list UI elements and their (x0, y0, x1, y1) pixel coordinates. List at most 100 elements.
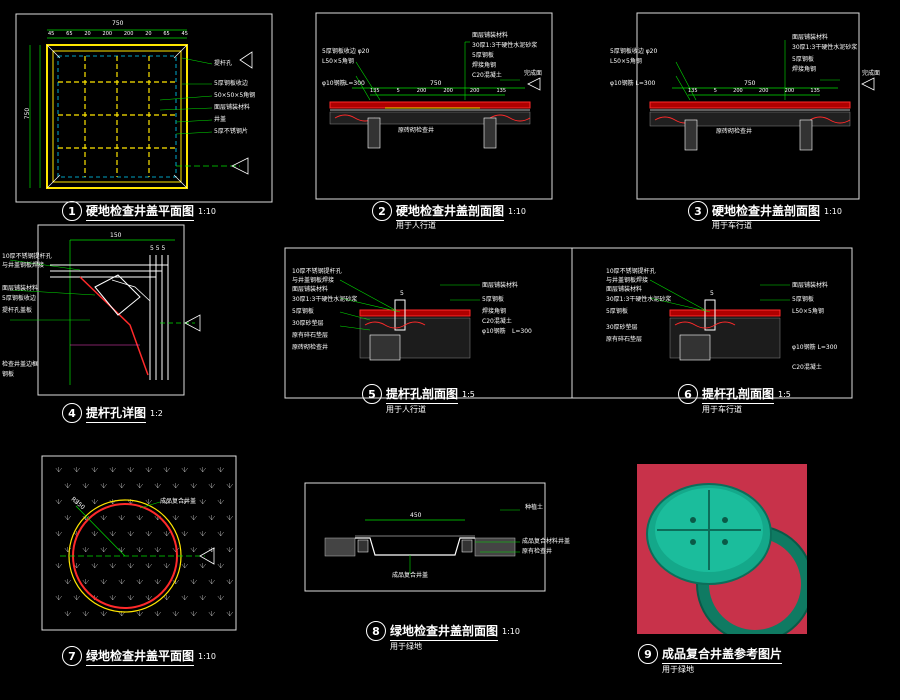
p8-right-2: 原有检查井 (522, 548, 553, 555)
p4-label-3: 5厚钢板收边 (2, 295, 36, 302)
grass-hatch-mark (100, 579, 107, 585)
p5-right-0: 面层铺装材料 (482, 282, 519, 289)
p1-label-5: 5厚不锈钢片 (214, 128, 248, 135)
p6-right-2: L50×5角钢 (792, 308, 824, 315)
p5-left-6: 原有碎石垫层 (292, 332, 329, 339)
p6-left-6: 原有碎石垫层 (606, 336, 643, 343)
grass-hatch-mark (199, 595, 206, 601)
grass-hatch-mark (190, 611, 197, 617)
p1-label-0: 提杆孔 (214, 60, 233, 67)
p5-left-5: 30厚砂垫层 (292, 320, 324, 327)
grass-hatch-mark (118, 483, 125, 489)
p3-left-2: φ10钢筋 L=300 (610, 80, 656, 87)
grass-hatch-mark (118, 515, 125, 521)
grass-hatch-mark (181, 499, 188, 505)
d6-gap: 5 (710, 290, 714, 297)
p3-mark: 完成面 (862, 70, 881, 77)
p2-mark: 完成面 (524, 70, 543, 77)
d5-gap: 5 (400, 290, 404, 297)
grass-hatch-mark (91, 531, 98, 537)
p2-left-1: L50×5角钢 (322, 58, 354, 65)
grass-hatch-mark (145, 595, 152, 601)
p1-label-2: 50×50×5角钢 (214, 92, 256, 99)
grass-hatch-mark (199, 467, 206, 473)
drawing-5-6-sections: 5 5 10厚不锈钢提杆孔 与井盖钢板焊接 面层铺装材料 30厚1:3干硬性水泥… (0, 240, 900, 430)
drawing-8-section: 450 种植土 成品复合材料井盖 原有检查井 成品复合井盖 (0, 480, 570, 610)
subtitle-9: 用于绿地 (662, 665, 694, 674)
p6-right-3: φ10钢筋 L=300 (792, 344, 838, 351)
grass-hatch-mark (82, 579, 89, 585)
grass-hatch-mark (145, 563, 152, 569)
caption-7-number: 7 (62, 646, 82, 666)
d4-top: 150 (110, 232, 122, 239)
caption-5-scale: 1:5 (462, 389, 475, 399)
subtitle-2: 用于人行道 (396, 221, 436, 230)
grass-hatch-mark (181, 563, 188, 569)
reference-photo (637, 464, 807, 634)
grass-hatch-mark (55, 531, 62, 537)
grass-hatch-mark (109, 531, 116, 537)
p2-right-2: 5厚钢板 (472, 52, 494, 59)
d4-small: 5 5 5 (150, 245, 166, 252)
p6-left-1: 与井盖钢板焊接 (606, 277, 649, 284)
grass-hatch-mark (64, 611, 71, 617)
grass-hatch-mark (154, 483, 161, 489)
grass-hatch-mark (208, 611, 215, 617)
grass-hatch-mark (127, 595, 134, 601)
caption-1-scale: 1:10 (198, 206, 216, 216)
grass-hatch-mark (127, 467, 134, 473)
drawing-1-svg (15, 13, 273, 203)
grass-hatch-mark (190, 483, 197, 489)
caption-6: 6 提杆孔剖面图 1:5 (678, 384, 791, 404)
caption-1-number: 1 (62, 201, 82, 221)
grass-hatch-mark (226, 483, 233, 489)
caption-6-scale: 1:5 (778, 389, 791, 399)
grass-hatch-mark (136, 547, 143, 553)
caption-2: 2 硬地检查井盖剖面图 1:10 (372, 201, 526, 221)
p2-bottom: 原砖砌检查井 (398, 127, 435, 134)
d3-total: 750 (744, 80, 756, 87)
grass-hatch-mark (145, 467, 152, 473)
grass-hatch-mark (154, 579, 161, 585)
grass-hatch-mark (73, 595, 80, 601)
grass-hatch-mark (217, 499, 224, 505)
p5-left-7: 原砖砌检查井 (292, 344, 329, 351)
p5-right-1: 5厚钢板 (482, 296, 504, 303)
subtitle-5: 用于人行道 (386, 405, 426, 414)
grass-hatch-mark (100, 483, 107, 489)
grass-hatch-mark (217, 531, 224, 537)
grass-hatch-mark (199, 499, 206, 505)
grass-hatch-mark (199, 563, 206, 569)
grass-hatch-mark (73, 467, 80, 473)
subtitle-3: 用于车行道 (712, 221, 752, 230)
grass-hatch-mark (208, 579, 215, 585)
grass-hatch-mark (172, 483, 179, 489)
grass-hatch-mark (82, 483, 89, 489)
grass-hatch-mark (208, 515, 215, 521)
grass-hatch-mark (100, 547, 107, 553)
d8-width: 450 (410, 512, 422, 519)
d1-top: 750 (112, 20, 124, 27)
subtitle-8: 用于绿地 (390, 642, 422, 651)
p1-label-3: 面层铺装材料 (214, 104, 251, 111)
grass-hatch-mark (100, 611, 107, 617)
p8-right-1: 成品复合材料井盖 (522, 538, 571, 545)
caption-4-number: 4 (62, 403, 82, 423)
p5-left-3: 30厚1:3干硬性水泥砂浆 (292, 296, 358, 303)
p6-left-5: 30厚砂垫层 (606, 324, 638, 331)
caption-4: 4 提杆孔详图 1:2 (62, 403, 163, 423)
caption-4-scale: 1:2 (150, 408, 163, 418)
p3-bottom: 原砖砌检查井 (716, 128, 753, 135)
p6-right-0: 面层铺装材料 (792, 282, 829, 289)
caption-7-scale: 1:10 (198, 651, 216, 661)
p4-label-1: 与井盖钢板焊接 (2, 262, 45, 269)
p1-label-4: 井盖 (214, 116, 227, 123)
p3-right-2: 5厚钢板 (792, 56, 814, 63)
drawing-5-6-svg (284, 247, 853, 399)
p7-label: 成品复合井盖 (160, 498, 197, 505)
caption-8: 8 绿地检查井盖剖面图 1:10 (366, 621, 520, 641)
